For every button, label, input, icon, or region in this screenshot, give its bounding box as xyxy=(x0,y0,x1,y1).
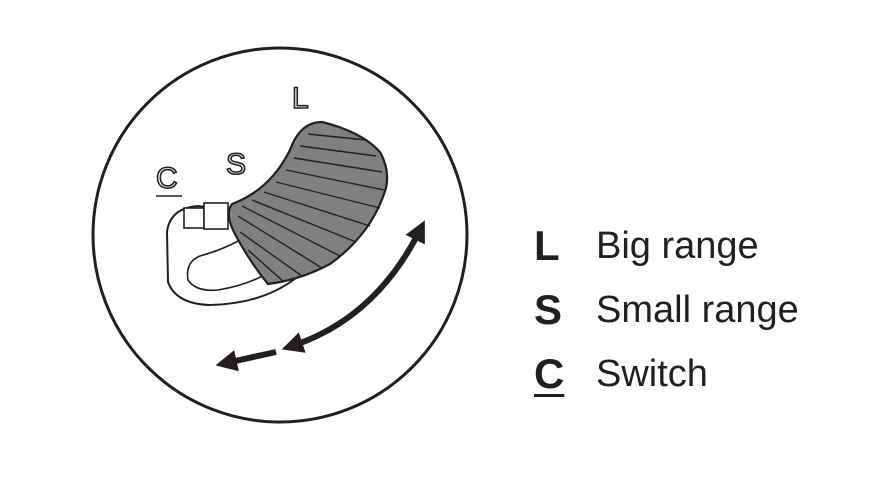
dial-circle xyxy=(91,46,469,424)
legend-row-small-range: S Small range xyxy=(534,278,799,342)
legend: L Big range S Small range C Switch xyxy=(534,214,799,406)
dial-label-s: S xyxy=(226,148,246,181)
dial-label-c: C xyxy=(156,162,178,195)
legend-key-l: L xyxy=(534,222,560,269)
legend-key-s: S xyxy=(534,286,563,333)
switch-housing-inner xyxy=(186,239,279,292)
switch-notch-right xyxy=(203,202,229,230)
legend-key-c: C xyxy=(534,350,565,397)
switch-notch-left xyxy=(183,207,205,229)
legend-desc-big-range: Big range xyxy=(596,225,759,267)
legend-row-big-range: L Big range xyxy=(534,214,799,278)
legend-row-switch: C Switch xyxy=(534,342,799,406)
dial-label-l: L xyxy=(292,82,309,115)
legend-desc-switch: Switch xyxy=(596,353,708,395)
switch-direction-arrow xyxy=(215,349,277,372)
legend-desc-small-range: Small range xyxy=(596,289,799,331)
rotation-arrow xyxy=(281,220,425,353)
